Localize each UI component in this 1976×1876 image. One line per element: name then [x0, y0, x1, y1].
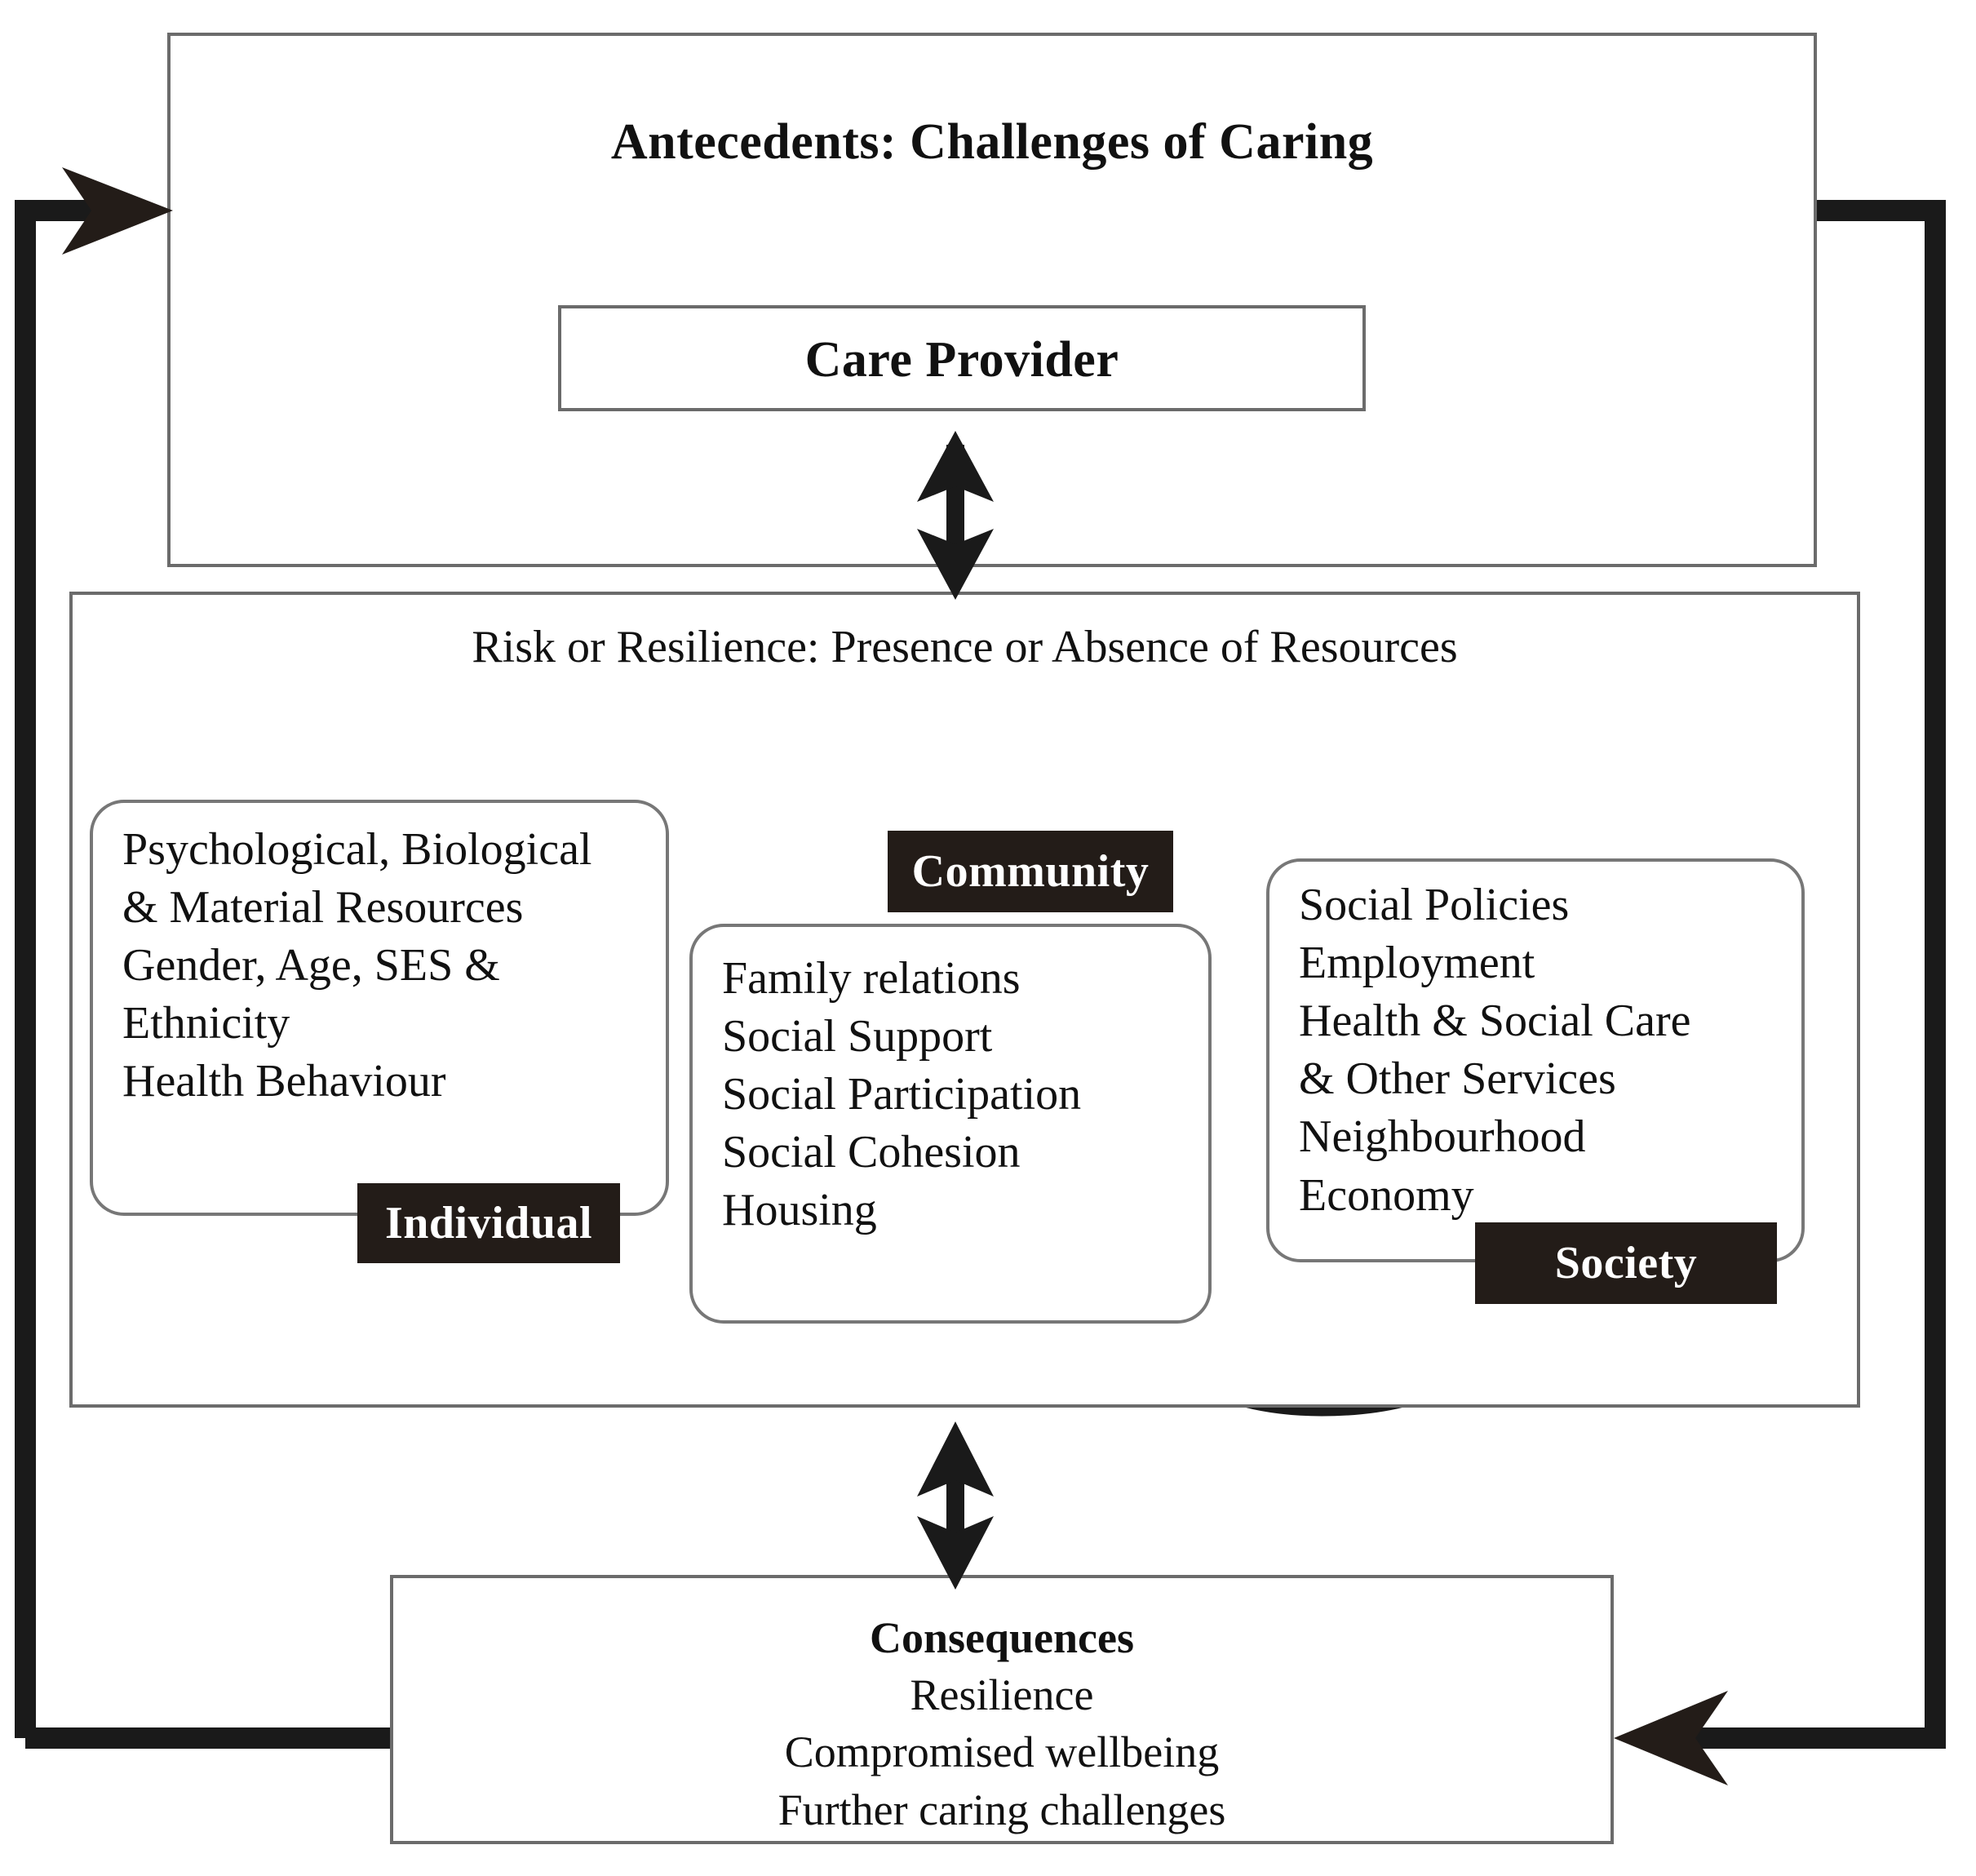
community-item: Social Support [722, 1011, 993, 1062]
risk-consequences-double-arrow [917, 1421, 994, 1590]
care-provider-label: Care Provider [804, 332, 1119, 388]
community-items: Family relations Social Support Social P… [722, 950, 1081, 1240]
individual-item: Gender, Age, SES & [122, 940, 500, 991]
antecedents-box: Antecedents: Challenges of Caring Care P… [167, 33, 1817, 567]
community-item: Social Participation [722, 1069, 1082, 1120]
individual-item: & Material Resources [122, 882, 524, 934]
individual-item: Psychological, Biological [122, 824, 592, 875]
care-provider-box: Care Provider [558, 305, 1366, 411]
community-badge-label: Community [911, 846, 1150, 897]
society-resources-box: Social Policies Employment Health & Soci… [1266, 858, 1805, 1262]
community-item: Housing [722, 1185, 877, 1236]
individual-badge: Individual [357, 1183, 620, 1263]
consequences-item: Compromised wellbeing [784, 1727, 1220, 1777]
consequences-item: Further caring challenges [778, 1785, 1226, 1834]
individual-resources-box: Psychological, Biological & Material Res… [90, 800, 669, 1216]
consequences-heading: Consequences [869, 1613, 1135, 1662]
society-item: Economy [1299, 1169, 1474, 1221]
individual-item: Health Behaviour [122, 1056, 446, 1107]
society-item: Neighbourhood [1299, 1111, 1586, 1163]
community-badge: Community [888, 831, 1173, 912]
community-item: Family relations [722, 953, 1021, 1004]
community-resources-box: Family relations Social Support Social P… [689, 924, 1212, 1324]
consequences-text-block: Consequences Resilience Compromised well… [393, 1609, 1610, 1838]
individual-badge-label: Individual [384, 1198, 593, 1248]
risk-resilience-title: Risk or Resilience: Presence or Absence … [472, 622, 1458, 672]
society-badge-label: Society [1554, 1238, 1698, 1288]
consequences-item: Resilience [910, 1670, 1094, 1720]
individual-items: Psychological, Biological & Material Res… [122, 821, 591, 1111]
feedback-left-arrowhead [62, 167, 173, 255]
society-item: & Other Services [1299, 1053, 1616, 1105]
society-item: Health & Social Care [1299, 996, 1691, 1047]
society-items: Social Policies Employment Health & Soci… [1299, 876, 1691, 1225]
feedback-right-arrowhead [1614, 1691, 1728, 1785]
community-item: Social Cohesion [722, 1127, 1021, 1178]
society-item: Social Policies [1299, 880, 1570, 930]
antecedents-title: Antecedents: Challenges of Caring [610, 114, 1374, 170]
society-badge: Society [1475, 1222, 1777, 1304]
society-item: Employment [1299, 938, 1535, 989]
individual-item: Ethnicity [122, 998, 290, 1049]
consequences-box: Consequences Resilience Compromised well… [390, 1575, 1614, 1844]
